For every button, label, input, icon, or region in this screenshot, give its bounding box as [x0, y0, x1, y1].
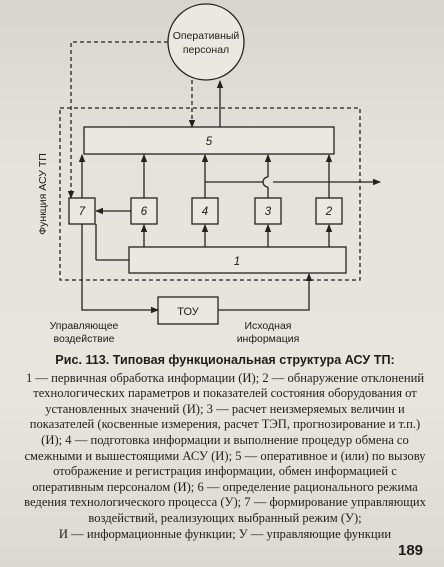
figure-caption: Рис. 113. Типовая функциональная структу… [20, 353, 430, 542]
caption-legend: И — информационные функции; У — управляю… [58, 526, 392, 541]
circle-label-line2: персонал [183, 44, 229, 56]
control-label-line1: Управляющее [50, 320, 119, 332]
box-5-label: 5 [206, 136, 213, 148]
asu-tp-frame [59, 107, 361, 281]
control-label-line2: воздействие [54, 333, 115, 345]
box-1-label: 1 [234, 256, 240, 268]
box-2-label: 2 [325, 206, 333, 218]
box-5 [83, 126, 335, 155]
source-label-line1: Исходная [245, 320, 292, 332]
caption-body: 1 — первичная обработка информации (И); … [24, 370, 426, 525]
box-1 [128, 246, 347, 274]
box-4-label: 4 [202, 206, 208, 218]
box-7-label: 7 [79, 206, 86, 218]
functional-structure-diagram: Оперативный персонал 5 7 6 4 3 2 1 ТОУ Ф… [37, 3, 381, 345]
side-label: Функция АСУ ТП [37, 153, 49, 235]
operator-circle [167, 3, 245, 81]
source-label-line2: информация [237, 333, 300, 345]
caption-title: Рис. 113. Типовая функциональная структу… [55, 353, 395, 367]
box-6-label: 6 [141, 206, 148, 218]
tou-label: ТОУ [177, 306, 200, 318]
box-3 [254, 197, 282, 225]
box-3-label: 3 [265, 206, 272, 218]
circle-label-line1: Оперативный [173, 30, 240, 42]
page-number: 189 [398, 542, 424, 559]
